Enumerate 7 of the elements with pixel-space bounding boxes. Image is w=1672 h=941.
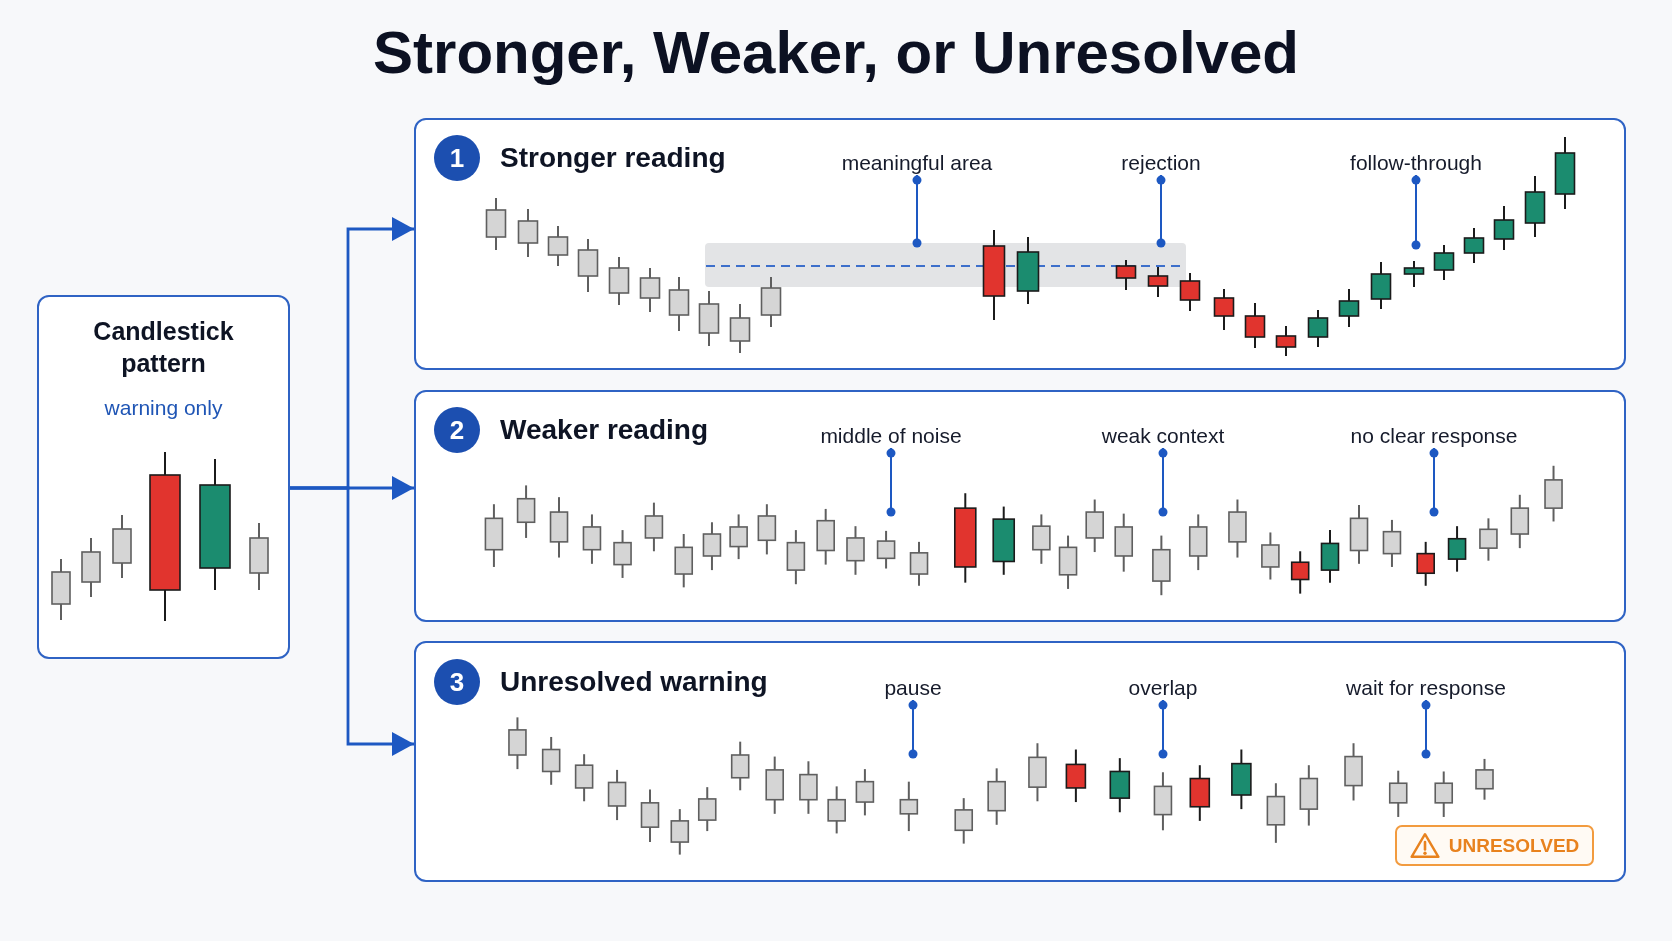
panel-heading: Stronger reading (500, 141, 726, 175)
status-label: UNRESOLVED (1448, 834, 1580, 857)
card-subtitle: warning only (104, 395, 223, 421)
panel-heading: Weaker reading (500, 413, 709, 447)
panel-heading: Unresolved warning (500, 665, 768, 699)
title: Stronger, Weaker, or Unresolved (373, 18, 1299, 87)
card-heading: Candlestick pattern (93, 316, 234, 379)
